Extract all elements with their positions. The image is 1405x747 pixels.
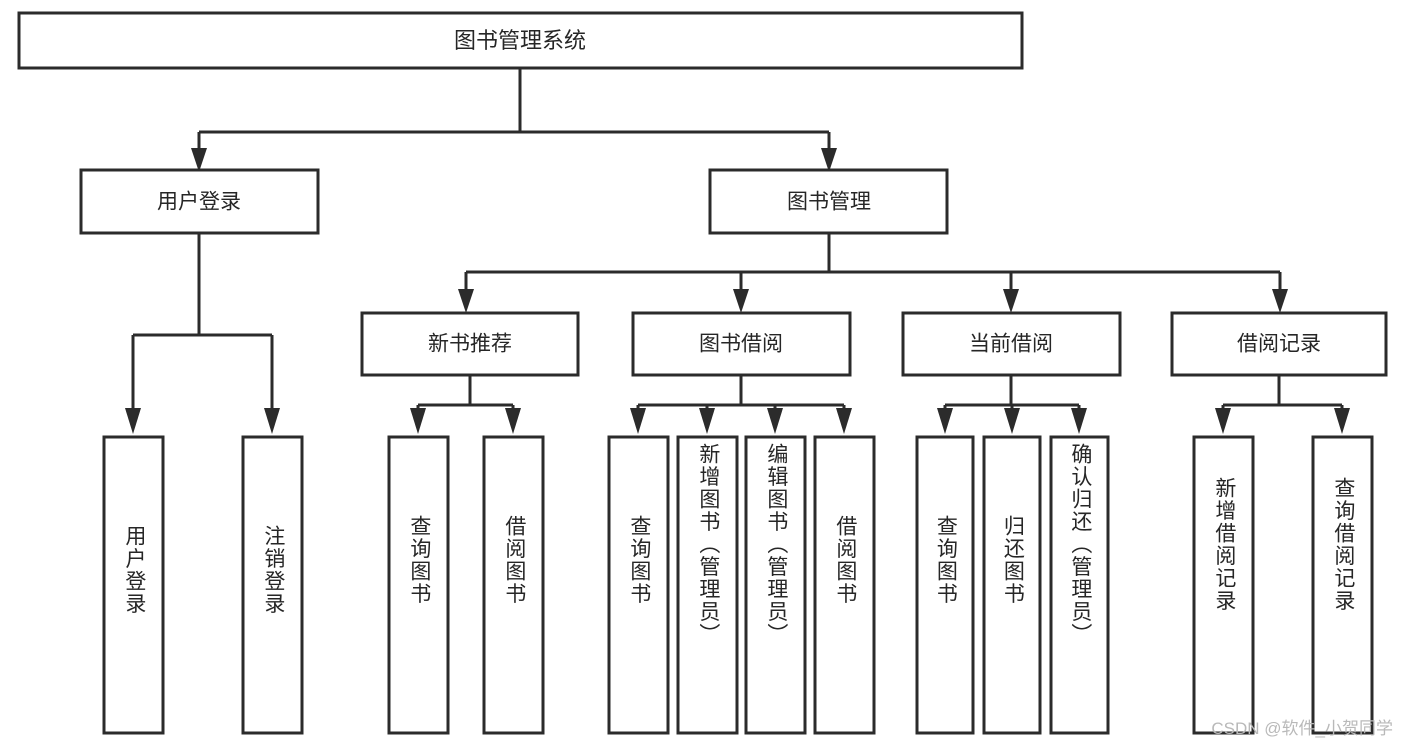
arrowhead-query-borrow-record xyxy=(1334,408,1350,434)
arrowhead-borrow-book-2 xyxy=(836,408,852,434)
csdn-watermark: CSDN @软件_小贺同学 xyxy=(1211,719,1393,738)
arrowhead-query-book-1 xyxy=(410,408,426,434)
node-new-book-recommend[interactable]: 新书推荐 xyxy=(360,311,580,377)
node-borrow-records-label: 借阅记录 xyxy=(1237,333,1321,356)
connector-book-borrow-to-leaves xyxy=(630,375,852,434)
node-root-label: 图书管理系统 xyxy=(454,28,586,53)
node-book-borrow[interactable]: 图书借阅 xyxy=(631,311,852,377)
leaf-add-book-admin-box[interactable] xyxy=(676,435,739,735)
arrowhead-book-borrow xyxy=(733,289,749,313)
leaf-borrow-book-2-box[interactable] xyxy=(813,435,876,735)
node-root-box[interactable] xyxy=(17,11,1024,70)
arrowhead-confirm-return-admin xyxy=(1071,408,1087,434)
connector-current-borrow-to-leaves xyxy=(937,375,1087,434)
leaf-query-book-3-box[interactable] xyxy=(915,435,975,735)
arrowhead-edit-book-admin xyxy=(767,408,783,434)
arrowhead-add-book-admin xyxy=(699,408,715,434)
node-current-borrow-label: 当前借阅 xyxy=(969,333,1053,356)
arrowhead-borrow-book-1 xyxy=(505,408,521,434)
node-new-book-recommend-label: 新书推荐 xyxy=(428,333,512,356)
arrowhead-user-login-do xyxy=(125,408,141,434)
connector-root-to-level2 xyxy=(191,68,837,172)
node-root[interactable]: 图书管理系统 xyxy=(17,11,1024,70)
arrowhead-return-book xyxy=(1004,408,1020,434)
node-current-borrow[interactable]: 当前借阅 xyxy=(901,311,1122,377)
arrowhead-current-borrow xyxy=(1003,289,1019,313)
arrowhead-user-logout xyxy=(264,408,280,434)
node-book-management-label: 图书管理 xyxy=(787,191,871,214)
leaf-borrow-book-1-box[interactable] xyxy=(482,435,545,735)
leaf-query-book-1-box[interactable] xyxy=(387,435,450,735)
leaf-user-logout-box[interactable] xyxy=(241,435,304,735)
arrowhead-new-book-recommend xyxy=(458,289,474,313)
leaf-confirm-return-admin-box[interactable] xyxy=(1049,435,1110,735)
arrowhead-query-book-3 xyxy=(937,408,953,434)
connector-new-book-recommend-to-leaves xyxy=(410,375,521,434)
arrowhead-query-book-2 xyxy=(630,408,646,434)
leaf-query-book-2-box[interactable] xyxy=(607,435,670,735)
arrowhead-book-management xyxy=(821,148,837,172)
arrowhead-borrow-records xyxy=(1272,289,1288,313)
node-borrow-records[interactable]: 借阅记录 xyxy=(1170,311,1388,377)
connector-borrow-records-to-leaves xyxy=(1215,375,1350,434)
node-user-login[interactable]: 用户登录 xyxy=(79,168,320,235)
connector-book-management-to-level3 xyxy=(458,233,1288,313)
node-current-borrow-box[interactable] xyxy=(901,311,1122,377)
connector-user-login-to-leaves xyxy=(125,233,280,434)
node-book-borrow-label: 图书借阅 xyxy=(699,333,783,356)
node-user-login-label: 用户登录 xyxy=(157,191,241,214)
node-user-login-box[interactable] xyxy=(79,168,320,235)
leaf-edit-book-admin-box[interactable] xyxy=(744,435,807,735)
leaf-user-login-do-box[interactable] xyxy=(102,435,165,735)
leaf-query-borrow-record-box[interactable] xyxy=(1311,435,1374,735)
arrowhead-user-login xyxy=(191,148,207,172)
leaf-add-borrow-record-box[interactable] xyxy=(1192,435,1255,735)
node-new-book-recommend-box[interactable] xyxy=(360,311,580,377)
arrowhead-add-borrow-record xyxy=(1215,408,1231,434)
node-book-management[interactable]: 图书管理 xyxy=(708,168,949,235)
leaf-return-book-box[interactable] xyxy=(982,435,1042,735)
